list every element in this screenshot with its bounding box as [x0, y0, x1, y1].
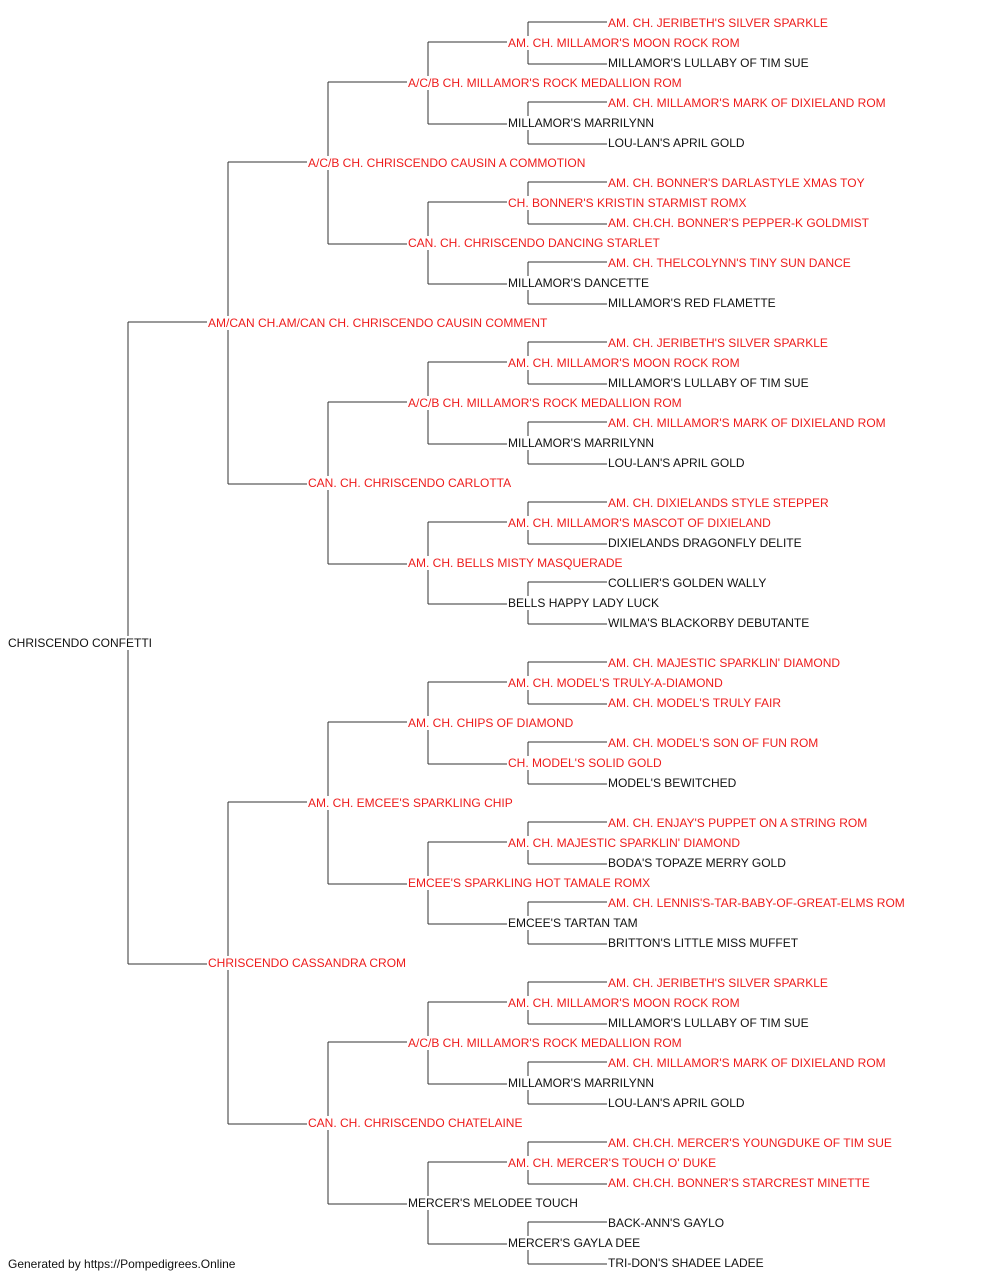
gen5-ancestor-name: MODEL'S BEWITCHED [608, 776, 738, 790]
gen5-ancestor-name: MILLAMOR'S LULLABY OF TIM SUE [608, 56, 810, 70]
gen5-ancestor-name: AM. CH. DIXIELANDS STYLE STEPPER [608, 496, 830, 510]
gen5-ancestor-name: AM. CH. MODEL'S SON OF FUN ROM [608, 736, 820, 750]
gen5-ancestor-name: LOU-LAN'S APRIL GOLD [608, 1096, 746, 1110]
great-grandparent-name: AM. CH. BELLS MISTY MASQUERADE [408, 556, 624, 570]
gen4-ancestor-name: CH. BONNER'S KRISTIN STARMIST ROMX [508, 196, 748, 210]
gen4-ancestor-name: MERCER'S GAYLA DEE [508, 1236, 642, 1250]
gen5-ancestor-name: WILMA'S BLACKORBY DEBUTANTE [608, 616, 811, 630]
gen5-ancestor-name: LOU-LAN'S APRIL GOLD [608, 136, 746, 150]
gen4-ancestor-name: AM. CH. MILLAMOR'S MOON ROCK ROM [508, 356, 741, 370]
gen4-ancestor-name: AM. CH. MILLAMOR'S MASCOT OF DIXIELAND [508, 516, 772, 530]
grandparent-name: A/C/B CH. CHRISCENDO CAUSIN A COMMOTION [308, 156, 587, 170]
gen5-ancestor-name: AM. CH.CH. BONNER'S STARCREST MINETTE [608, 1176, 871, 1190]
great-grandparent-name: AM. CH. CHIPS OF DIAMOND [408, 716, 575, 730]
grandparent-name: CAN. CH. CHRISCENDO CHATELAINE [308, 1116, 524, 1130]
gen5-ancestor-name: MILLAMOR'S LULLABY OF TIM SUE [608, 376, 810, 390]
great-grandparent-name: CAN. CH. CHRISCENDO DANCING STARLET [408, 236, 661, 250]
great-grandparent-name: A/C/B CH. MILLAMOR'S ROCK MEDALLION ROM [408, 1036, 683, 1050]
parent-name: CHRISCENDO CASSANDRA CROM [208, 956, 408, 970]
gen4-ancestor-name: AM. CH. MAJESTIC SPARKLIN' DIAMOND [508, 836, 742, 850]
grandparent-name: AM. CH. EMCEE'S SPARKLING CHIP [308, 796, 514, 810]
subject-name: CHRISCENDO CONFETTI [8, 636, 153, 650]
gen5-ancestor-name: AM. CH. LENNIS'S-TAR-BABY-OF-GREAT-ELMS … [608, 896, 906, 910]
generated-by-footer: Generated by https://Pompedigrees.Online [8, 1257, 236, 1271]
gen5-ancestor-name: AM. CH. THELCOLYNN'S TINY SUN DANCE [608, 256, 852, 270]
gen5-ancestor-name: MILLAMOR'S LULLABY OF TIM SUE [608, 1016, 810, 1030]
gen5-ancestor-name: BODA'S TOPAZE MERRY GOLD [608, 856, 787, 870]
parent-name: AM/CAN CH.AM/CAN CH. CHRISCENDO CAUSIN C… [208, 316, 549, 330]
gen4-ancestor-name: EMCEE'S TARTAN TAM [508, 916, 639, 930]
gen4-ancestor-name: AM. CH. MERCER'S TOUCH O' DUKE [508, 1156, 718, 1170]
gen5-ancestor-name: AM. CH.CH. MERCER'S YOUNGDUKE OF TIM SUE [608, 1136, 893, 1150]
grandparent-name: CAN. CH. CHRISCENDO CARLOTTA [308, 476, 513, 490]
great-grandparent-name: A/C/B CH. MILLAMOR'S ROCK MEDALLION ROM [408, 76, 683, 90]
gen5-ancestor-name: COLLIER'S GOLDEN WALLY [608, 576, 768, 590]
gen5-ancestor-name: AM. CH.CH. BONNER'S PEPPER-K GOLDMIST [608, 216, 870, 230]
gen4-ancestor-name: MILLAMOR'S DANCETTE [508, 276, 650, 290]
gen5-ancestor-name: AM. CH. ENJAY'S PUPPET ON A STRING ROM [608, 816, 869, 830]
gen5-ancestor-name: AM. CH. JERIBETH'S SILVER SPARKLE [608, 336, 829, 350]
gen5-ancestor-name: AM. CH. MILLAMOR'S MARK OF DIXIELAND ROM [608, 416, 887, 430]
great-grandparent-name: A/C/B CH. MILLAMOR'S ROCK MEDALLION ROM [408, 396, 683, 410]
gen5-ancestor-name: AM. CH. MILLAMOR'S MARK OF DIXIELAND ROM [608, 1056, 887, 1070]
gen4-ancestor-name: MILLAMOR'S MARRILYNN [508, 436, 656, 450]
gen5-ancestor-name: AM. CH. BONNER'S DARLASTYLE XMAS TOY [608, 176, 866, 190]
gen4-ancestor-name: MILLAMOR'S MARRILYNN [508, 116, 656, 130]
great-grandparent-name: MERCER'S MELODEE TOUCH [408, 1196, 579, 1210]
gen5-ancestor-name: AM. CH. MODEL'S TRULY FAIR [608, 696, 782, 710]
gen4-ancestor-name: AM. CH. MODEL'S TRULY-A-DIAMOND [508, 676, 724, 690]
gen4-ancestor-name: CH. MODEL'S SOLID GOLD [508, 756, 663, 770]
gen5-ancestor-name: LOU-LAN'S APRIL GOLD [608, 456, 746, 470]
gen5-ancestor-name: AM. CH. MAJESTIC SPARKLIN' DIAMOND [608, 656, 842, 670]
gen4-ancestor-name: MILLAMOR'S MARRILYNN [508, 1076, 656, 1090]
gen5-ancestor-name: TRI-DON'S SHADEE LADEE [608, 1256, 765, 1270]
gen4-ancestor-name: BELLS HAPPY LADY LUCK [508, 596, 660, 610]
gen4-ancestor-name: AM. CH. MILLAMOR'S MOON ROCK ROM [508, 36, 741, 50]
gen5-ancestor-name: AM. CH. JERIBETH'S SILVER SPARKLE [608, 976, 829, 990]
gen5-ancestor-name: MILLAMOR'S RED FLAMETTE [608, 296, 777, 310]
gen5-ancestor-name: BRITTON'S LITTLE MISS MUFFET [608, 936, 800, 950]
gen5-ancestor-name: AM. CH. JERIBETH'S SILVER SPARKLE [608, 16, 829, 30]
gen5-ancestor-name: BACK-ANN'S GAYLO [608, 1216, 726, 1230]
gen4-ancestor-name: AM. CH. MILLAMOR'S MOON ROCK ROM [508, 996, 741, 1010]
great-grandparent-name: EMCEE'S SPARKLING HOT TAMALE ROMX [408, 876, 652, 890]
gen5-ancestor-name: DIXIELANDS DRAGONFLY DELITE [608, 536, 803, 550]
gen5-ancestor-name: AM. CH. MILLAMOR'S MARK OF DIXIELAND ROM [608, 96, 887, 110]
